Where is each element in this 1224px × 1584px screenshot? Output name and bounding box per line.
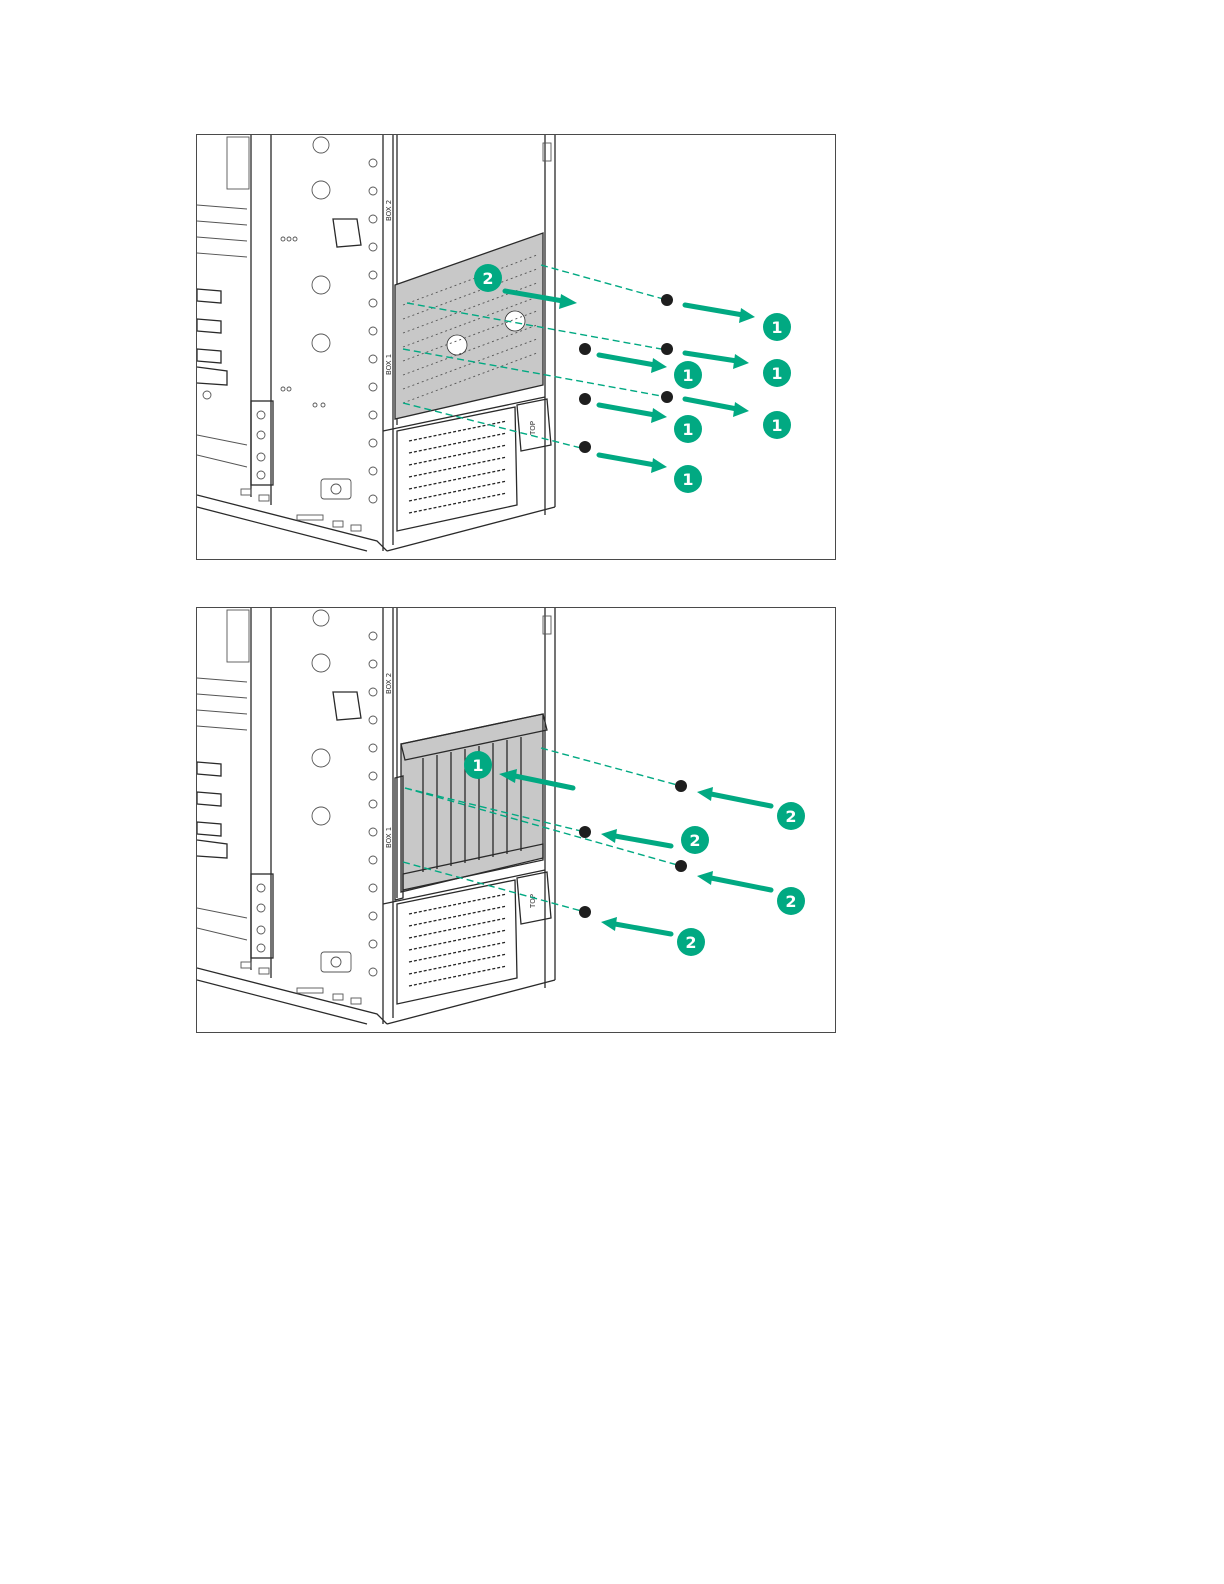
callout-1-screw-f: 1 xyxy=(674,465,702,493)
chassis-side-wall: BOX 2 BOX 1 xyxy=(281,135,393,551)
svg-text:2: 2 xyxy=(685,933,696,952)
callout-2-screw-b: 2 xyxy=(681,826,709,854)
top-tab-label: TOP xyxy=(529,894,537,909)
callout-1-screw-c: 1 xyxy=(763,411,791,439)
figure-install-drive-cage: BOX 2 BOX 1 TOP xyxy=(196,607,836,1033)
svg-text:1: 1 xyxy=(771,416,782,435)
svg-text:2: 2 xyxy=(785,807,796,826)
callout-1-screw-a: 1 xyxy=(763,313,791,341)
chassis-interior xyxy=(197,135,387,551)
svg-text:2: 2 xyxy=(689,831,700,850)
bay-label-top: BOX 2 xyxy=(385,673,393,694)
chassis-side-wall: BOX 2 BOX 1 xyxy=(312,608,393,1024)
callout-2-screw-c: 2 xyxy=(777,887,805,915)
svg-text:1: 1 xyxy=(472,756,483,775)
ventilation-mesh xyxy=(409,421,507,513)
ventilation-mesh xyxy=(409,894,507,986)
svg-text:1: 1 xyxy=(771,318,782,337)
svg-text:2: 2 xyxy=(785,892,796,911)
bay-label-top: BOX 2 xyxy=(385,200,393,221)
callout-1-screw-b: 1 xyxy=(763,359,791,387)
svg-text:1: 1 xyxy=(682,470,693,489)
chassis-illustration-1: BOX 2 BOX 1 TOP xyxy=(197,135,836,560)
callout-1-cage: 1 xyxy=(464,751,492,779)
chassis-illustration-2: BOX 2 BOX 1 TOP xyxy=(197,608,836,1033)
callout-2-screw-a: 2 xyxy=(777,802,805,830)
svg-text:2: 2 xyxy=(482,269,493,288)
svg-text:1: 1 xyxy=(682,420,693,439)
svg-text:1: 1 xyxy=(771,364,782,383)
svg-text:1: 1 xyxy=(682,366,693,385)
chassis-interior xyxy=(197,608,387,1024)
bay-label-bottom: BOX 1 xyxy=(385,354,393,375)
callout-1-screw-d: 1 xyxy=(674,361,702,389)
callout-2-screw-d: 2 xyxy=(677,928,705,956)
drive-bay-blank xyxy=(395,233,543,419)
bay-label-bottom: BOX 1 xyxy=(385,827,393,848)
callout-2-blank: 2 xyxy=(474,264,502,292)
callout-1-screw-e: 1 xyxy=(674,415,702,443)
top-tab-label: TOP xyxy=(529,421,537,436)
screws xyxy=(579,294,673,453)
screws xyxy=(579,780,687,918)
figure-remove-blank-panel: BOX 2 BOX 1 TOP xyxy=(196,134,836,560)
